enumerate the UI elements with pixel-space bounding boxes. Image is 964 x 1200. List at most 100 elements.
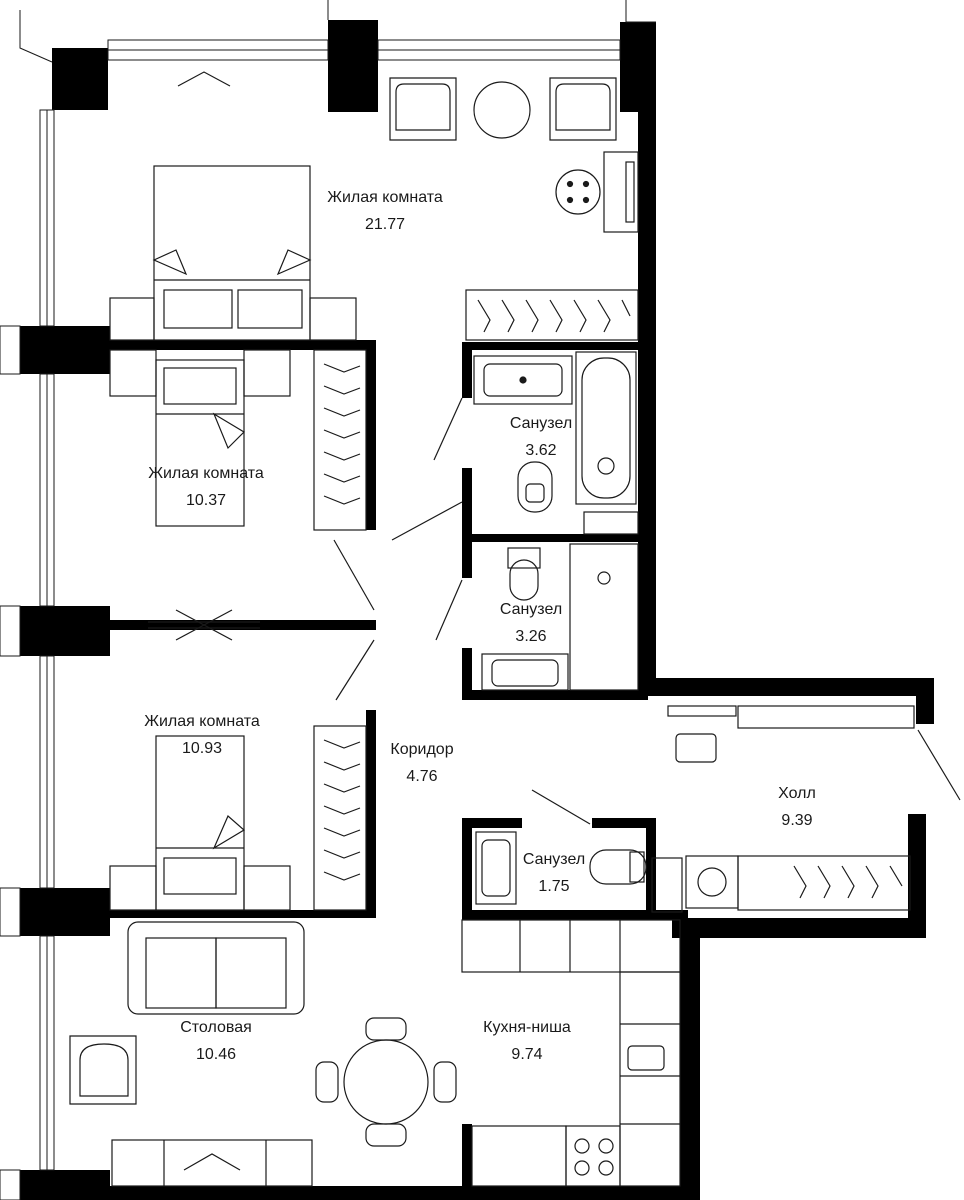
room-area: 1.75 xyxy=(538,878,570,895)
wall-bath-separator xyxy=(472,534,638,542)
room-area: 3.62 xyxy=(525,442,557,459)
sink-icon xyxy=(481,653,569,691)
single-bed-icon xyxy=(109,349,291,527)
washing-machine-icon xyxy=(685,855,739,909)
room-area: 10.46 xyxy=(195,1046,237,1063)
wall-hall-bottom xyxy=(672,918,926,938)
wall-left-pillar-2 xyxy=(20,606,110,656)
wall-kitchen-right xyxy=(680,918,700,1200)
tv-stand-icon xyxy=(111,1139,313,1187)
armchairs-table-icon xyxy=(389,77,617,141)
room-label-bath-2: Санузел 3.26 xyxy=(500,596,562,650)
shower-icon xyxy=(569,543,639,691)
wall-bath2-left xyxy=(462,648,472,696)
room-name: Коридор xyxy=(390,741,454,758)
wall-hall-right-bottom xyxy=(908,814,926,938)
door-icon xyxy=(917,729,961,801)
kitchen-sink-icon xyxy=(627,1045,665,1071)
room-area: 9.74 xyxy=(511,1046,543,1063)
wall-bath3-left xyxy=(462,818,472,918)
furniture xyxy=(69,77,915,1187)
single-bed-icon xyxy=(109,735,291,911)
door-icon xyxy=(435,579,463,641)
wall-kitchen-stub xyxy=(462,1124,472,1190)
hall-shelf-icon xyxy=(737,705,915,729)
room-label-living-main: Жилая комната 21.77 xyxy=(327,184,443,238)
room-name: Санузел xyxy=(509,415,573,432)
inner-walls xyxy=(108,340,688,1190)
room-area: 10.93 xyxy=(181,740,223,757)
armchair-icon xyxy=(69,1035,137,1105)
room-name: Жилая комната xyxy=(148,465,264,482)
room-name: Кухня-ниша xyxy=(483,1019,571,1036)
room-area: 4.76 xyxy=(406,768,438,785)
room-label-living-1: Жилая комната 10.37 xyxy=(148,460,264,514)
wall-bedroom1-top xyxy=(108,340,376,350)
room-name: Санузел xyxy=(499,601,563,618)
wardrobe-icon xyxy=(313,349,367,531)
room-name: Жилая комната xyxy=(327,189,443,206)
windows xyxy=(0,0,656,1200)
room-name: Санузел xyxy=(522,851,586,868)
room-label-corridor: Коридор 4.76 xyxy=(390,736,453,790)
wall-bedroom2-bottom xyxy=(108,910,376,918)
stove-icon xyxy=(574,1138,614,1176)
balcony-door-icon xyxy=(177,71,231,87)
room-label-living-2: Жилая комната 10.93 xyxy=(144,708,260,762)
room-name: Холл xyxy=(778,785,816,802)
room-name: Жилая комната xyxy=(144,713,260,730)
window-top-left-frame xyxy=(19,10,53,63)
ottoman-icon xyxy=(675,733,717,763)
window-top-right-frame xyxy=(625,0,656,23)
doors xyxy=(148,71,961,825)
toilet-icon xyxy=(589,849,647,885)
wall-top-mid-pillar xyxy=(328,20,378,112)
wall-bottom xyxy=(20,1186,700,1200)
room-label-bath-1: Санузел 3.62 xyxy=(510,410,572,464)
room-name: Столовая xyxy=(180,1019,252,1036)
wall-bedroom1-right xyxy=(366,340,376,530)
door-icon xyxy=(433,397,463,461)
outer-walls xyxy=(20,20,934,1200)
room-area: 10.37 xyxy=(185,492,227,509)
door-icon xyxy=(531,789,591,825)
wall-bath3-top-right xyxy=(592,818,656,828)
wall-bath3-right xyxy=(646,818,656,918)
wall-bath-mid-left xyxy=(462,468,472,578)
wall-bedroom-divider xyxy=(108,620,376,630)
double-bed-icon xyxy=(109,165,357,341)
wardrobe-icon xyxy=(465,289,639,341)
room-area: 21.77 xyxy=(364,216,406,233)
room-label-hall: Холл 9.39 xyxy=(778,780,816,834)
hall-wardrobe-icon xyxy=(737,855,911,911)
wall-bath3-top-left xyxy=(462,818,522,828)
kitchen-counter-icon xyxy=(461,919,681,1187)
sink-icon xyxy=(475,831,517,905)
wardrobe-icon xyxy=(313,725,367,911)
toilet-icon xyxy=(507,547,541,601)
bathtub-icon xyxy=(575,351,637,505)
sink-icon xyxy=(473,355,573,405)
wall-top-left-pillar xyxy=(52,48,108,110)
wall-hall-right-top xyxy=(916,678,934,724)
door-icon xyxy=(335,639,375,701)
wall-bath1-top xyxy=(462,342,638,350)
room-label-bath-3: Санузел 1.75 xyxy=(523,846,585,900)
wall-bath1-left xyxy=(462,342,472,398)
room-label-dining: Столовая 10.46 xyxy=(180,1014,252,1068)
round-stool-icon xyxy=(555,169,601,215)
wall-left-pillar-1 xyxy=(20,326,110,374)
wall-bedroom2-right xyxy=(366,710,376,918)
door-icon xyxy=(391,501,463,541)
sofa-icon xyxy=(127,921,305,1015)
toilet-icon xyxy=(517,461,553,513)
dining-table-icon xyxy=(315,1017,457,1147)
room-area: 9.39 xyxy=(781,812,813,829)
room-area: 3.26 xyxy=(515,628,547,645)
wall-hall-top xyxy=(638,678,934,696)
dresser-icon xyxy=(603,151,639,233)
wall-right-upper xyxy=(638,22,656,687)
door-icon xyxy=(333,539,375,611)
room-label-kitchen: Кухня-ниша 9.74 xyxy=(483,1014,571,1068)
